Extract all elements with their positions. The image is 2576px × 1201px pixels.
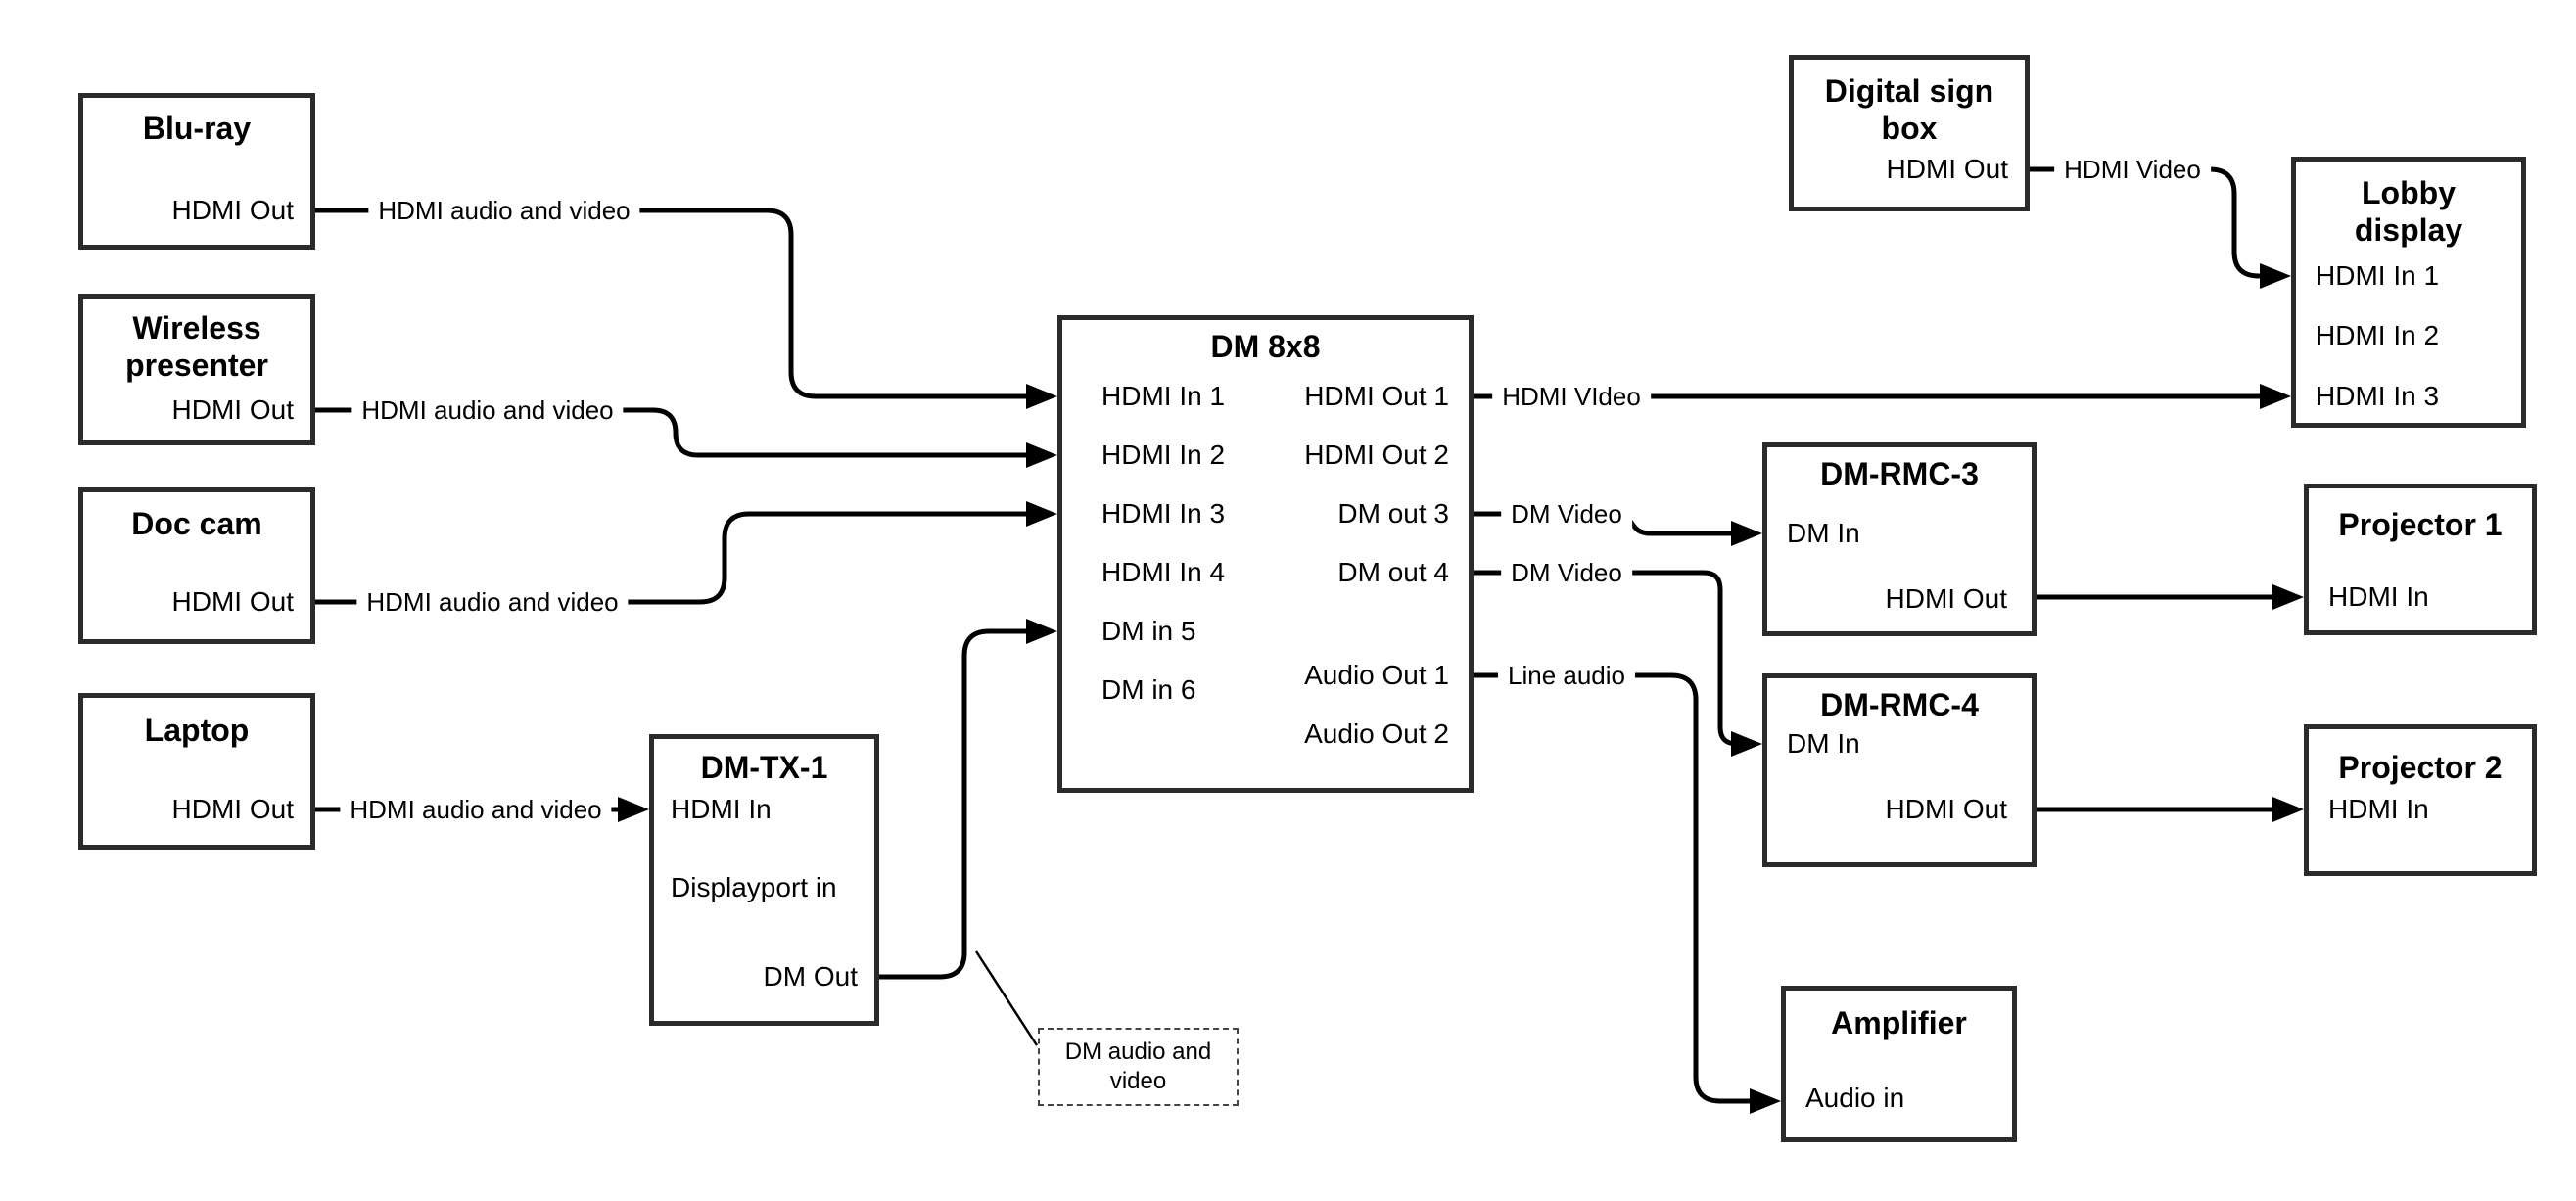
arrowhead-dm8x8-hdmi-in-1 <box>1026 384 1057 409</box>
port-dm8x8-hdmi-out-2: HDMI Out 2 <box>1304 439 1449 470</box>
node-title-dm-8x8: DM 8x8 <box>1210 329 1321 364</box>
node-blu-ray <box>78 93 315 250</box>
edge-label-doccam: HDMI audio and video <box>356 586 629 618</box>
edge-label-laptop: HDMI audio and video <box>340 794 612 825</box>
callout-line-dm-audio-video <box>974 950 1039 1046</box>
arrowhead-dm8x8-dm-in-5 <box>1026 619 1057 644</box>
arrowhead-projector1-hdmi-in <box>2272 584 2304 610</box>
port-amplifier-audio-in: Audio in <box>1805 1083 1905 1113</box>
arrowhead-dmtx1-hdmi-in <box>618 797 649 822</box>
node-digital-sign-box <box>1789 55 2030 211</box>
node-title-wireless-presenter: Wireless presenter <box>125 310 268 383</box>
edge-label-hdmi-video-lobby: HDMI VIdeo <box>1492 381 1651 412</box>
port-dm8x8-dm-in-5: DM in 5 <box>1101 616 1196 646</box>
node-title-digital-sign-box: Digital sign box <box>1824 73 1994 146</box>
arrowhead-dm8x8-hdmi-in-3 <box>1026 501 1057 527</box>
port-rmc4-hdmi-out: HDMI Out <box>1885 794 2007 824</box>
annotation-dm-audio-video: DM audio and video <box>1038 1028 1239 1106</box>
arrowhead-lobby-hdmi-in-3 <box>2260 384 2291 409</box>
port-dm8x8-hdmi-out-1: HDMI Out 1 <box>1304 381 1449 411</box>
edge-label-hdmi-video-digitalsign: HDMI Video <box>2054 154 2211 185</box>
node-title-projector-1: Projector 1 <box>2338 507 2503 542</box>
port-dm8x8-dm-out-4: DM out 4 <box>1337 557 1449 587</box>
node-lobby-display <box>2291 157 2526 428</box>
edge-label-dm-video-rmc3: DM Video <box>1501 498 1632 530</box>
port-lobby-hdmi-in-1: HDMI In 1 <box>2316 260 2440 291</box>
port-projector2-hdmi-in: HDMI In <box>2328 794 2429 824</box>
node-title-laptop: Laptop <box>144 713 250 748</box>
node-laptop <box>78 693 315 850</box>
node-projector-2 <box>2304 724 2537 876</box>
port-doccam-hdmi-out: HDMI Out <box>171 586 294 617</box>
arrowhead-rmc4-dm-in <box>1731 731 1762 757</box>
port-dm8x8-hdmi-in-2: HDMI In 2 <box>1101 439 1226 470</box>
node-title-blu-ray: Blu-ray <box>142 111 252 146</box>
edge-dm8x8-audio-out-1-to-amplifier <box>1474 672 1752 1104</box>
port-dm8x8-dm-out-3: DM out 3 <box>1337 498 1449 529</box>
edge-dm8x8-dm-out-4-to-rmc4-dm-in <box>1474 570 1738 747</box>
arrowhead-dm8x8-hdmi-in-2 <box>1026 442 1057 468</box>
node-title-doc-cam: Doc cam <box>131 506 262 541</box>
node-dm-rmc-4 <box>1762 673 2037 867</box>
node-title-dm-rmc-3: DM-RMC-3 <box>1820 456 1979 491</box>
node-title-amplifier: Amplifier <box>1831 1005 1967 1040</box>
node-projector-1 <box>2304 484 2537 635</box>
port-dm8x8-hdmi-in-1: HDMI In 1 <box>1101 381 1226 411</box>
port-dm8x8-audio-out-2: Audio Out 2 <box>1304 718 1449 749</box>
node-amplifier <box>1781 986 2017 1142</box>
port-bluray-hdmi-out: HDMI Out <box>171 195 294 225</box>
node-title-projector-2: Projector 2 <box>2338 750 2503 785</box>
edge-wireless-to-dm8x8-hdmi-in-2 <box>315 407 1030 458</box>
edge-label-bluray: HDMI audio and video <box>368 195 640 226</box>
port-lobby-hdmi-in-3: HDMI In 3 <box>2316 381 2440 411</box>
edge-dmtx1-dmout-to-dm8x8-dm-in-5 <box>879 628 1030 980</box>
port-projector1-hdmi-in: HDMI In <box>2328 581 2429 612</box>
port-dm8x8-audio-out-1: Audio Out 1 <box>1304 660 1449 690</box>
node-title-lobby-display: Lobby display <box>2354 175 2463 248</box>
arrowhead-projector2-hdmi-in <box>2272 797 2304 822</box>
node-title-dm-tx-1: DM-TX-1 <box>700 750 828 785</box>
port-lobby-hdmi-in-2: HDMI In 2 <box>2316 320 2440 350</box>
port-rmc3-hdmi-out: HDMI Out <box>1885 583 2007 614</box>
port-laptop-hdmi-out: HDMI Out <box>171 794 294 824</box>
arrowhead-lobby-hdmi-in-1 <box>2260 263 2291 289</box>
node-dm-rmc-3 <box>1762 442 2037 636</box>
arrowhead-amplifier-audio-in <box>1750 1088 1781 1114</box>
edge-bluray-to-dm8x8-hdmi-in-1 <box>315 208 1030 399</box>
node-doc-cam <box>78 487 315 644</box>
port-dm8x8-hdmi-in-3: HDMI In 3 <box>1101 498 1226 529</box>
edge-digitalsign-to-lobby-hdmi-in-1 <box>2030 166 2262 279</box>
node-dm-8x8 <box>1057 315 1474 793</box>
annotation-text: DM audio and video <box>1064 1039 1212 1094</box>
port-dm8x8-dm-in-6: DM in 6 <box>1101 674 1196 705</box>
port-rmc3-dm-in: DM In <box>1787 518 1860 548</box>
port-digitalsign-hdmi-out: HDMI Out <box>1886 154 2008 184</box>
port-dmtx1-dm-out: DM Out <box>763 961 858 992</box>
node-title-dm-rmc-4: DM-RMC-4 <box>1820 687 1979 722</box>
port-wireless-hdmi-out: HDMI Out <box>171 394 294 425</box>
arrowhead-rmc3-dm-in <box>1731 521 1762 546</box>
edge-label-wireless: HDMI audio and video <box>351 394 624 426</box>
edge-label-dm-video-rmc4: DM Video <box>1501 557 1632 588</box>
port-dmtx1-displayport-in: Displayport in <box>671 872 837 902</box>
node-dm-tx-1 <box>649 734 879 1026</box>
edge-doccam-to-dm8x8-hdmi-in-3 <box>315 511 1030 605</box>
port-dm8x8-hdmi-in-4: HDMI In 4 <box>1101 557 1226 587</box>
node-wireless-presenter <box>78 294 315 445</box>
port-dmtx1-hdmi-in: HDMI In <box>671 794 772 824</box>
edge-label-line-audio: Line audio <box>1498 660 1635 691</box>
port-rmc4-dm-in: DM In <box>1787 728 1860 759</box>
